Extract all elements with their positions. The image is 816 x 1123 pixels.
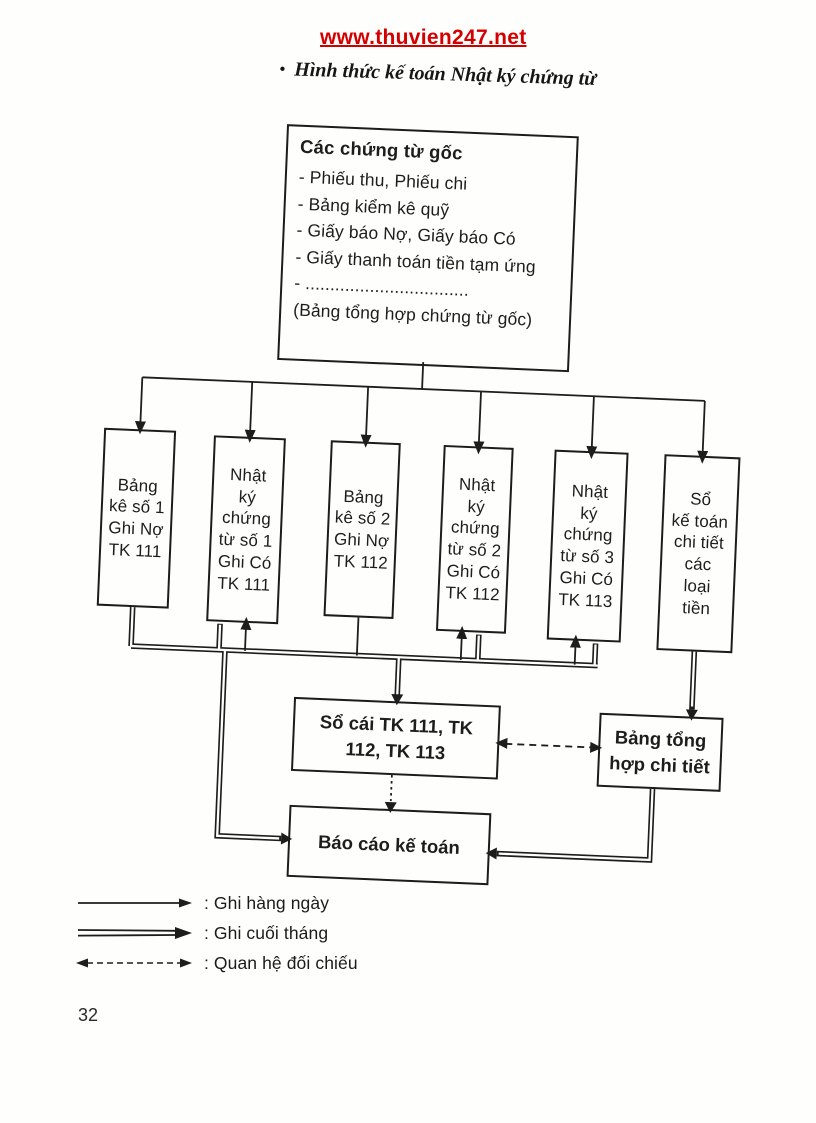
source-box-title: Các chứng từ gốc [299,135,464,164]
arrow-daily-to-bangke2 [360,386,372,448]
box-bang-tong-hop-chi-tiet: Bảng tổng hợp chi tiết [596,712,724,792]
box-label: Nhật ký chứng từ số 3 Ghi Có TK 113 [557,481,615,611]
legend-row-reconciliation: : Quan hệ đối chiếu [76,951,358,975]
legend: : Ghi hàng ngày : Ghi cuối tháng : Quan … [76,891,358,981]
box-nhat-ky-chung-tu-so-1: Nhật ký chứng từ số 1 Ghi Có TK 111 [206,435,286,625]
box-label: Nhật ký chứng từ số 2 Ghi Có TK 112 [445,474,502,604]
legend-label: : Ghi cuối tháng [204,922,329,943]
legend-row-month-end: : Ghi cuối tháng [76,921,358,945]
single-arrow-icon [78,898,192,908]
box-bang-ke-so-1: Bảng kê số 1 Ghi Nợ TK 111 [96,427,177,609]
arrow-bus-to-nkct1 [240,616,252,651]
box-label: Bảng kê số 2 Ghi Nợ TK 112 [333,486,391,573]
source-documents-box: Các chứng từ gốc - Phiếu thu, Phiếu chi … [277,124,579,373]
legend-label: : Ghi hàng ngày [204,892,330,913]
arrow-daily-to-soktct [697,400,709,464]
arrow-daily-to-bangke1 [134,377,146,435]
box-label: Sổ kế toán chi tiết các loại tiền [671,489,729,618]
arrow-bus-to-nkct3 [569,634,581,665]
arrow-daily-to-nkct1 [244,381,256,443]
double-arrow-icon [77,927,192,939]
box-nhat-ky-chung-tu-so-3: Nhật ký chứng từ số 3 Ghi Có TK 113 [546,449,629,643]
box-label: Nhật ký chứng từ số 1 Ghi Có TK 111 [216,464,273,595]
arrow-daily-to-nkct2 [473,391,485,455]
box-label: Bảng kê số 1 Ghi Nợ TK 111 [107,474,166,561]
box-bang-ke-so-2: Bảng kê số 2 Ghi Nợ TK 112 [323,440,401,620]
arrow-bus-to-nkct2 [456,625,468,660]
box-bao-cao-ke-toan: Báo cáo kế toán [286,804,492,886]
arrow-soktct-to-bangtonghop [685,651,698,721]
box-nhat-ky-chung-tu-so-2: Nhật ký chứng từ số 2 Ghi Có TK 112 [435,444,514,634]
arrow-daily-to-nkct3 [586,396,598,460]
header-url-link[interactable]: www.thuvien247.net [320,26,527,49]
line-bangke2-to-bus [355,617,360,656]
page-number: 32 [78,1005,99,1025]
box-so-ke-toan-chi-tiet: Sổ kế toán chi tiết các loại tiền [656,454,741,654]
legend-label: : Quan hệ đối chiếu [204,952,358,973]
arrow-doichieu-socai-bangtonghop [495,737,603,753]
dashed-double-headed-arrow-icon [76,958,192,968]
box-so-cai: Sổ cái TK 111, TK 112, TK 113 [290,696,501,780]
arrow-bangtonghop-to-baocao [485,788,656,863]
legend-row-daily: : Ghi hàng ngày [76,891,358,915]
arrow-socai-to-baocao [384,775,397,814]
